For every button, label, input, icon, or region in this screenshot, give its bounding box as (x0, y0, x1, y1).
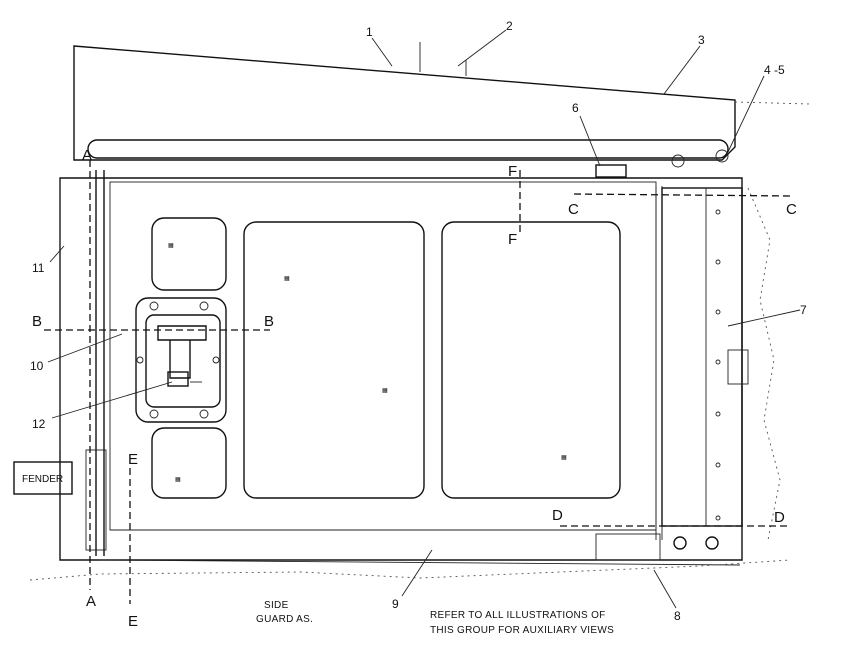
section-a-bottom: A (86, 593, 96, 610)
section-b-right: B (264, 313, 274, 330)
leader-lines (47, 29, 801, 609)
section-d-left: D (552, 507, 563, 524)
reference-note-1: REFER TO ALL ILLUSTRATIONS OF (430, 610, 606, 621)
callout-2: 2 (506, 19, 513, 33)
section-lines (44, 160, 791, 604)
section-f-top: F (508, 163, 517, 180)
svg-text:▦: ▦ (175, 477, 181, 483)
section-d-right: D (774, 509, 785, 526)
section-e-top: E (128, 451, 138, 468)
latch-assembly (135, 297, 227, 423)
callout-7: 7 (800, 303, 807, 317)
section-b-left: B (32, 313, 42, 330)
section-e-bottom: E (128, 613, 138, 630)
side-guard-label-1: SIDE (264, 600, 289, 611)
callouts: 1 2 3 4 -5 6 7 8 9 10 11 12 (30, 19, 807, 623)
section-c-left: C (568, 201, 579, 218)
section-c-right: C (786, 201, 797, 218)
section-f-bottom: F (508, 231, 517, 248)
section-a-top: A (82, 147, 92, 164)
svg-text:▦: ▦ (382, 388, 388, 394)
svg-text:▦: ▦ (561, 455, 567, 461)
callout-6: 6 (572, 101, 579, 115)
callout-9: 9 (392, 597, 399, 611)
panel-openings: ▦ ▦ ▦ ▦ ▦ (151, 217, 621, 499)
callout-10: 10 (30, 359, 44, 373)
callout-12: 12 (32, 417, 46, 431)
callout-3: 3 (698, 33, 705, 47)
main-panel (29, 170, 791, 581)
svg-text:▦: ▦ (168, 243, 174, 249)
section-labels: A A B B C C D D E E F F (32, 147, 797, 630)
callout-8: 8 (674, 609, 681, 623)
callout-1: 1 (366, 25, 373, 39)
top-cover (73, 42, 811, 178)
side-guard-label-2: GUARD AS. (256, 614, 313, 625)
svg-text:▦: ▦ (284, 276, 290, 282)
callout-11: 11 (32, 261, 45, 275)
fender-block: FENDER (13, 461, 73, 495)
reference-note-2: THIS GROUP FOR AUXILIARY VIEWS (430, 625, 614, 636)
callout-4-5: 4 -5 (764, 63, 785, 77)
fender-label: FENDER (22, 474, 63, 485)
right-hinge-strip (595, 187, 781, 561)
notes: SIDE GUARD AS. REFER TO ALL ILLUSTRATION… (256, 600, 614, 636)
